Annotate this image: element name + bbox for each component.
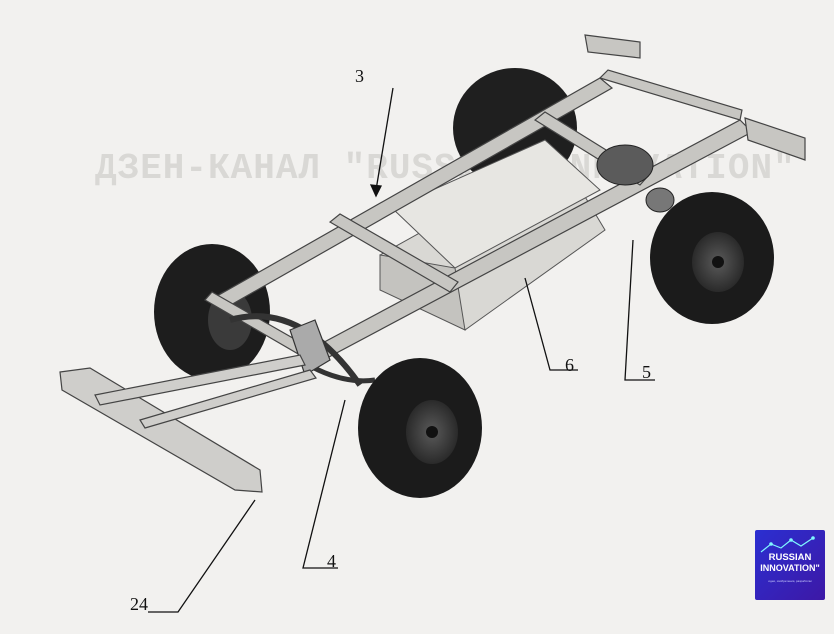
callout-label-5: 5 xyxy=(642,362,651,382)
callout-label-6: 6 xyxy=(565,355,574,375)
front-left-wheel xyxy=(154,244,270,380)
callout-label-4: 4 xyxy=(327,551,336,571)
logo-tagline: идеи, изобретения, разработки xyxy=(768,579,812,583)
callout-label-24: 24 xyxy=(130,594,148,614)
circuit-icon xyxy=(760,536,815,553)
logo-text-line1: RUSSIAN xyxy=(768,552,812,563)
channel-logo: RUSSIAN INNOVATION" идеи, изобретения, р… xyxy=(755,530,825,600)
callout-label-3: 3 xyxy=(355,66,364,86)
front-suspension xyxy=(229,313,376,387)
front-bumper xyxy=(59,354,317,493)
front-right-wheel xyxy=(358,358,482,498)
leader-lines xyxy=(148,87,655,613)
logo-text-line2: INNOVATION" xyxy=(760,563,820,573)
motor-assembly xyxy=(596,144,675,213)
rear-right-wheel xyxy=(650,192,774,324)
